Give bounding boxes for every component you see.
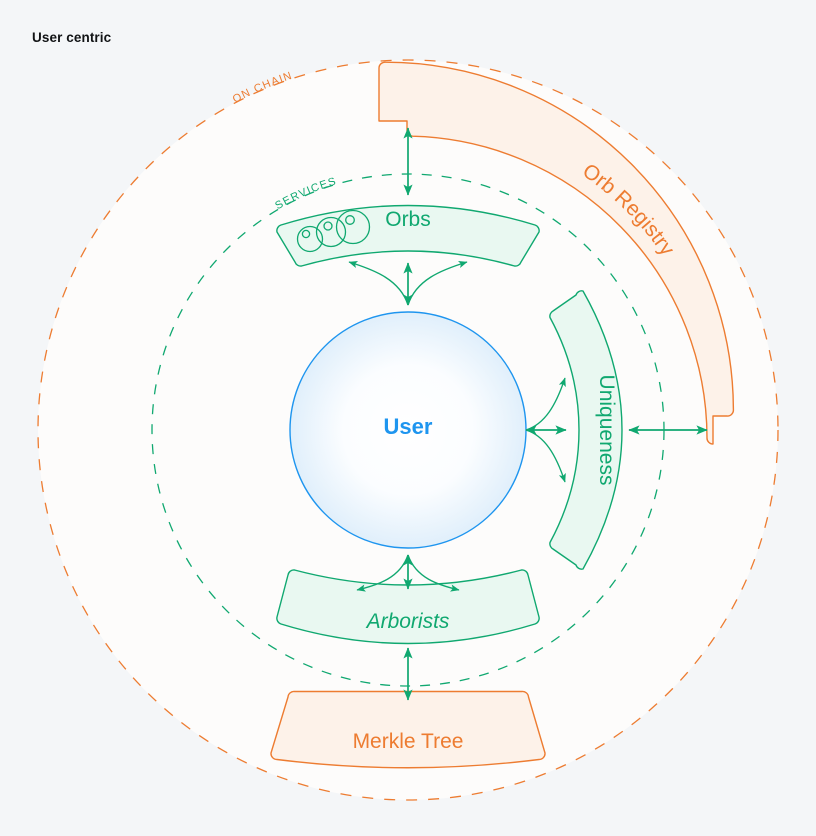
node-orbs[interactable]: Orbs <box>276 204 540 267</box>
connector-user-orbs-curve-left <box>348 260 409 306</box>
merkle-tree-band[interactable] <box>270 690 546 769</box>
orbs-label: Orbs <box>385 208 431 231</box>
node-arborists[interactable]: Arborists <box>276 569 540 645</box>
connector-user-arborists-curve-right <box>407 554 460 592</box>
connector-user-orbs-curve-right <box>407 260 468 306</box>
orb-registry-band[interactable] <box>378 61 735 445</box>
connections-layer <box>348 127 708 701</box>
uniqueness-label: Uniqueness <box>595 375 618 486</box>
arborists-band[interactable] <box>276 569 540 645</box>
merkle-tree-label: Merkle Tree <box>353 730 464 753</box>
connector-user-uniqueness-curve-up <box>525 377 566 431</box>
uniqueness-band[interactable] <box>549 290 623 570</box>
orb-icon-small <box>296 225 324 253</box>
orbs-band[interactable] <box>276 204 540 267</box>
page-title: User centric <box>32 30 112 45</box>
orb-icons-group <box>296 209 371 253</box>
orb-icon-large <box>335 209 371 245</box>
user-label: User <box>384 414 433 439</box>
connector-user-arborists-curve-left <box>356 554 409 592</box>
connector-user-uniqueness-curve-down <box>525 429 566 483</box>
center-user-node[interactable]: User <box>289 311 527 549</box>
orb-icon-medium <box>315 216 347 248</box>
node-merkle-tree[interactable]: Merkle Tree <box>270 690 546 769</box>
arborists-label: Arborists <box>365 610 450 633</box>
node-uniqueness[interactable]: Uniqueness <box>549 290 623 570</box>
